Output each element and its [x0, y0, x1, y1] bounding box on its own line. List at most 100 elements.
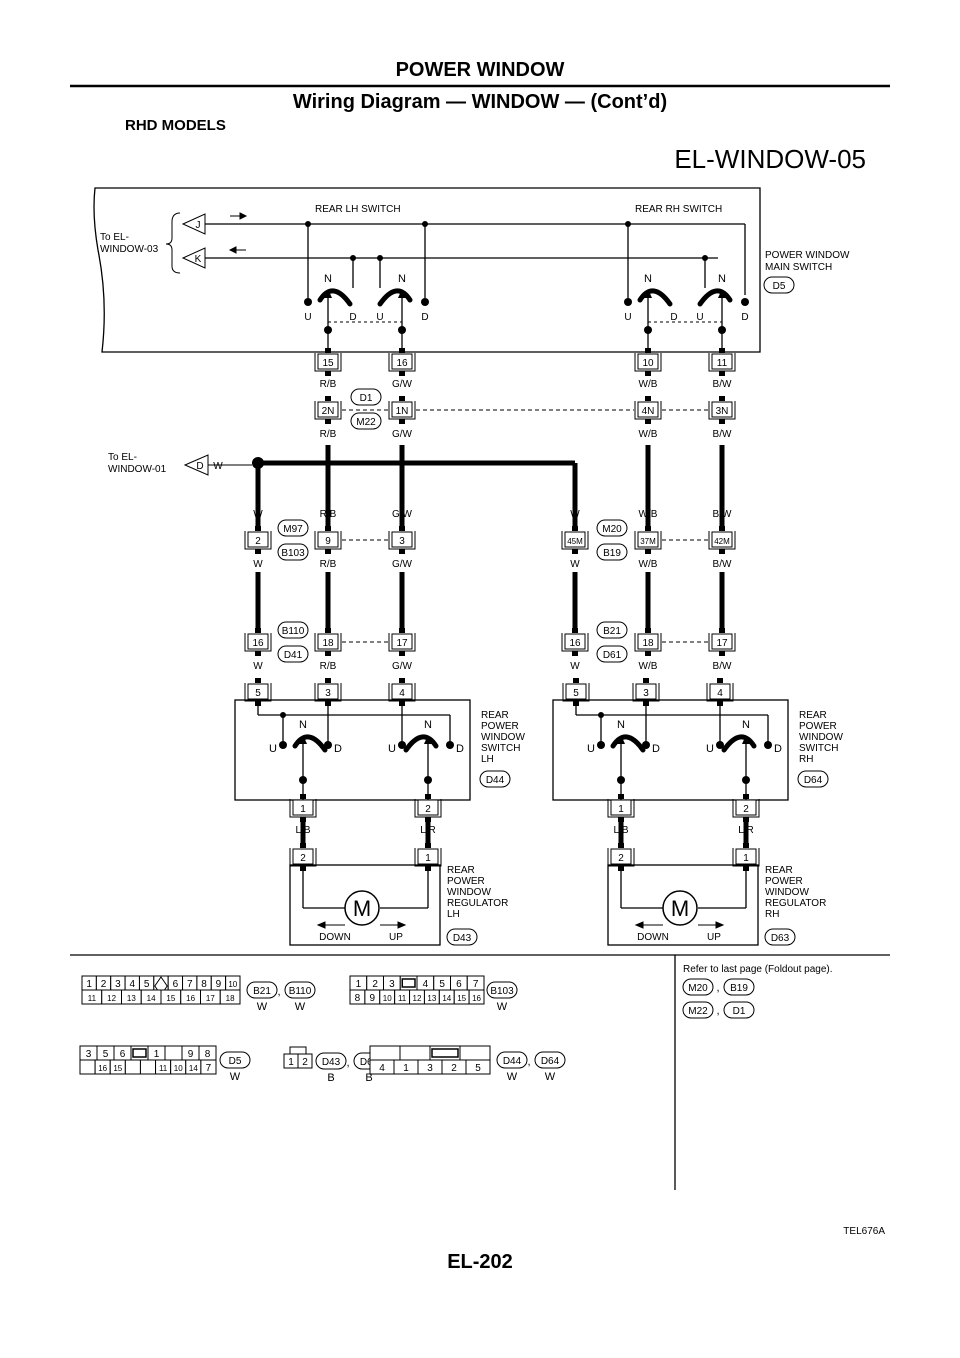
position-n: N: [299, 719, 307, 731]
connector-tab: [289, 1046, 307, 1055]
joint_b21-pin: 16: [569, 638, 581, 649]
main-pin-box: [317, 353, 339, 370]
joint_m20-label-a: M20: [602, 524, 622, 535]
rear-switch-pin-box: [417, 799, 439, 816]
joint_b110-pin-lead: [399, 628, 405, 633]
foldout-connector-outline: [723, 978, 755, 996]
foldout-connector: B19: [730, 983, 748, 994]
joint_b110-pin-lead: [325, 628, 331, 633]
terminal-number: 1: [356, 979, 362, 990]
rear-switch-pin-lead: [643, 678, 649, 683]
terminal-number: 6: [120, 1049, 126, 1060]
joint_m97-pin-lead: [325, 526, 331, 531]
terminal-number: 15: [166, 994, 175, 1003]
joint_b21-pin-box: [711, 633, 733, 650]
terminal-number: 2: [101, 979, 107, 990]
main-pin-lead: [325, 348, 331, 353]
joint_m97-pin-lead: [255, 549, 261, 554]
terminal-number: 11: [88, 994, 97, 1003]
terminal-number: 17: [206, 994, 215, 1003]
rear-switch-pin: 4: [399, 688, 405, 699]
main-pin-lead: [645, 348, 651, 353]
joint_b21-pin-lead: [719, 628, 725, 633]
page-number: EL-202: [447, 1251, 513, 1273]
joint_b21-pin-lead: [645, 651, 651, 656]
joint_m20-pin: 42M: [714, 537, 730, 546]
rear-switch-connector: D64: [804, 775, 823, 786]
wire-color: G/W: [392, 661, 413, 672]
joint_m97-label-b-outline: [277, 543, 309, 561]
joint_m20-label-b-outline: [596, 543, 628, 561]
joint_b21-label-a-outline: [596, 621, 628, 639]
regulator-pin: 2: [618, 853, 624, 864]
terminal-number: 14: [189, 1064, 198, 1073]
regulator-pin-box: [417, 848, 439, 865]
rear-switch-pin-lead: [573, 678, 579, 683]
joint_m20-label-b: B19: [603, 548, 621, 559]
rear-switch-name: REAR: [481, 710, 509, 721]
d1-label-outline: [350, 388, 382, 406]
joint_b21-pin-lead: [572, 628, 578, 633]
terminal-number: 3: [427, 1063, 433, 1074]
connector-id-outline: [219, 1051, 251, 1069]
rear-switch-connector: D44: [486, 775, 505, 786]
wire-color: W: [570, 661, 580, 672]
rear-switch-pin-box: [292, 799, 314, 816]
splice-dot: [742, 776, 750, 784]
wire-color: W/B: [639, 509, 658, 520]
rear-switch-pin-lead: [743, 817, 749, 822]
contact: [446, 741, 454, 749]
terminal-number: 7: [206, 1063, 212, 1074]
terminal-number: 9: [188, 1049, 194, 1060]
rear-switch-pin-box: [247, 683, 269, 700]
contact: [279, 741, 287, 749]
terminal-number: 13: [427, 994, 436, 1003]
splice-dot: [617, 776, 625, 784]
splice-dot: [324, 326, 332, 334]
contact: [421, 298, 429, 306]
down-arrow-icon: [316, 921, 345, 929]
regulator-connector: D43: [453, 933, 472, 944]
main-pin-box: [637, 353, 659, 370]
splice-dot: [644, 326, 652, 334]
wire-color: W: [570, 559, 580, 570]
rear-switch-name: RH: [799, 754, 813, 765]
foldout-connector-outline: [682, 1001, 714, 1019]
terminal-number: 14: [442, 994, 451, 1003]
rear-switch-pin: 4: [717, 688, 723, 699]
main-pin: 10: [642, 358, 654, 369]
rear-switch-pin: 2: [743, 804, 749, 815]
main-switch-connector-outline: [763, 276, 795, 294]
connector-color: W: [545, 1071, 556, 1083]
joint_b110-pin-lead: [255, 628, 261, 633]
comma: ,: [527, 1056, 530, 1068]
comma: ,: [346, 1057, 349, 1069]
terminal-number: 4: [379, 1063, 385, 1074]
position-u: U: [706, 743, 714, 755]
to-window01-ref: To EL-: [108, 452, 137, 463]
to-window01-ref: WINDOW-01: [108, 464, 167, 475]
comma: ,: [716, 1005, 719, 1017]
connector-cell: [139, 1059, 157, 1075]
d1-pin-lead: [645, 396, 651, 401]
joint_m97-label-a: M97: [283, 524, 303, 535]
models-label: RHD MODELS: [125, 117, 226, 134]
rear-switch-name: SWITCH: [481, 743, 520, 754]
main-switch-2-lever: [637, 288, 673, 307]
regulator-connector-outline: [764, 928, 796, 946]
connector-color: W: [507, 1071, 518, 1083]
rear-switch-0-lever: [610, 734, 646, 753]
wire-color: W: [253, 509, 263, 520]
position-n: N: [644, 273, 652, 285]
joint_m97-pin-box: [317, 531, 339, 548]
to-window03-ref: WINDOW-03: [100, 244, 159, 255]
regulator-name: LH: [447, 909, 460, 920]
joint_b21-label-b-outline: [596, 645, 628, 663]
joint_m97-pin: 2: [255, 536, 261, 547]
terminal-number: 15: [457, 994, 466, 1003]
joint_b110-pin-box: [247, 633, 269, 650]
rear-switch-pin: 1: [300, 804, 306, 815]
terminal-number: 4: [423, 979, 429, 990]
terminal-number: 10: [174, 1064, 183, 1073]
